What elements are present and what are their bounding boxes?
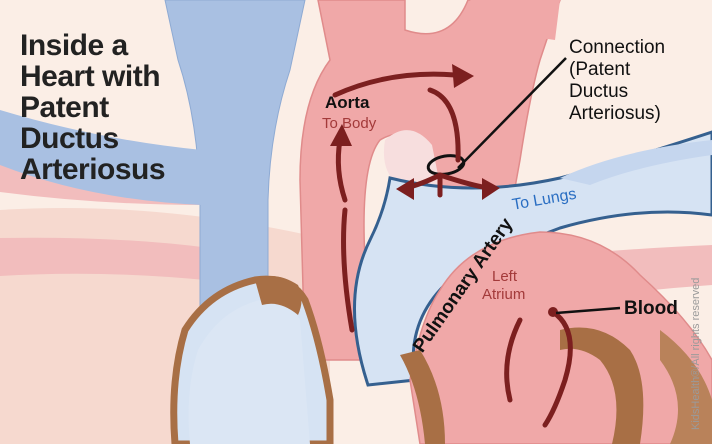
- arrowhead-left: [396, 178, 414, 200]
- aorta-inner-opening: [383, 130, 440, 185]
- title-line: Patent: [20, 91, 109, 124]
- tissue-brown-right: [560, 327, 644, 444]
- title-line: Ductus: [20, 122, 119, 155]
- left-atrium-label-line1: Left: [492, 268, 518, 285]
- aorta-branch-right: [470, 0, 560, 50]
- connection-pointer: [457, 57, 567, 169]
- aorta-label: Aorta: [325, 93, 370, 112]
- arrow-heads: [330, 64, 500, 200]
- arrow-arch-top: [332, 71, 458, 98]
- ventricle-left-wall-fill: [188, 300, 310, 444]
- arrow-aorta-down: [341, 207, 355, 333]
- arrowhead-right: [482, 178, 500, 200]
- arrow-arch-down: [427, 87, 461, 163]
- title-line: Heart with: [20, 60, 161, 93]
- blood-pointer: [555, 306, 621, 315]
- to-body-label: To Body: [322, 115, 377, 132]
- tissue-brown-mid: [400, 350, 445, 444]
- tissue-brown-left-edge: [255, 276, 302, 315]
- lung-vessel-left-bottom: [0, 237, 210, 280]
- connection-line: Ductus: [569, 81, 629, 102]
- tissue-brown-far-right: [660, 330, 712, 444]
- blood-vessel-line-2: [504, 317, 523, 403]
- pulmonary-artery-upper-branch: [560, 140, 712, 185]
- copyright-credit: KidsHealth®/All rights reserved: [690, 277, 702, 430]
- diagram-title: Inside a Heart with Patent Ductus Arteri…: [20, 29, 166, 186]
- vena-cava-left-branch: [0, 110, 202, 205]
- connection-line: Connection: [569, 37, 666, 58]
- arrowhead-aorta-up: [330, 124, 352, 146]
- blood-vessel-line: [542, 309, 573, 428]
- connection-label: Connection (Patent Ductus Arteriosus): [569, 37, 665, 125]
- arrowhead-top: [452, 64, 474, 88]
- blood-label: Blood: [624, 298, 678, 319]
- left-atrium-label-line2: Atrium: [482, 286, 526, 303]
- title-line: Arteriosus: [20, 153, 166, 186]
- connection-line: Arteriosus): [569, 103, 661, 124]
- blood-dot: [548, 307, 558, 317]
- title-line: Inside a: [20, 29, 128, 62]
- connection-line: (Patent: [569, 59, 631, 80]
